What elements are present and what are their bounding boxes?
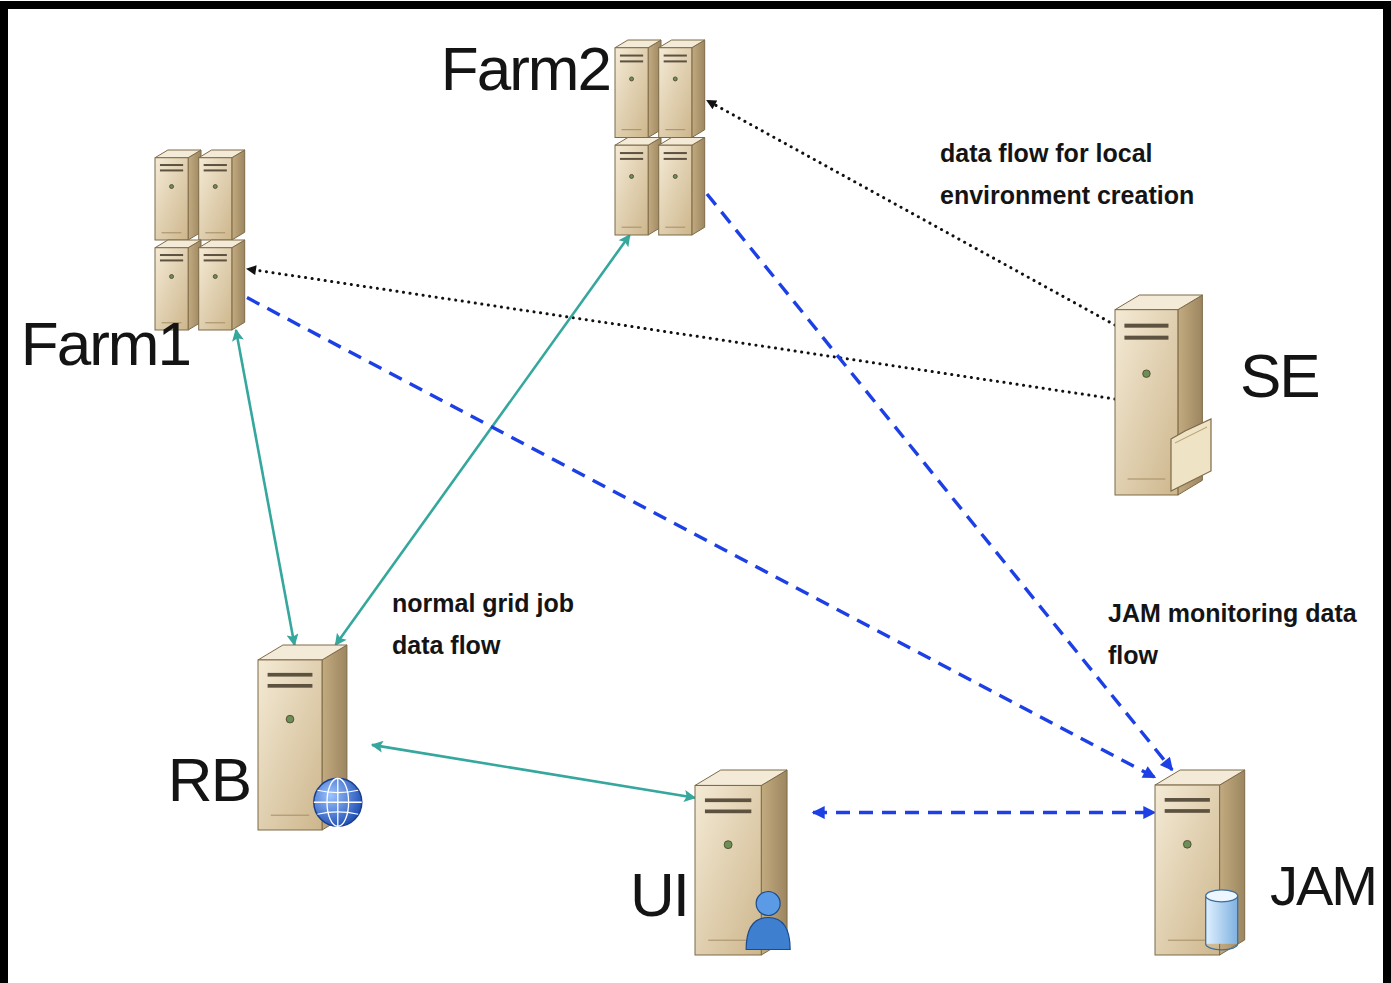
flow-annotation: data flow for local environment creation <box>940 132 1270 216</box>
node-label: SE <box>1240 345 1319 407</box>
server-tower <box>659 138 705 236</box>
monitoring-flow <box>707 194 1172 770</box>
server-node: RB <box>258 645 372 830</box>
environment-flow <box>247 269 1115 399</box>
server-node: Farm1 <box>155 150 247 330</box>
server-icon <box>695 770 813 955</box>
server-tower <box>199 150 245 240</box>
node-label: RB <box>168 749 250 811</box>
server-tower <box>155 150 201 240</box>
person-badge <box>746 892 790 950</box>
server-icon <box>615 40 707 235</box>
cylinder-badge <box>1206 890 1238 950</box>
server-tower <box>1155 770 1245 955</box>
monitoring-flow <box>247 298 1155 778</box>
monitoring-flow <box>813 811 1155 814</box>
node-label: Farm1 <box>21 313 190 375</box>
server-icon <box>1115 295 1227 495</box>
server-tower <box>199 240 245 330</box>
globe-badge <box>314 778 362 826</box>
server-icon <box>155 150 247 330</box>
frame-border <box>4 5 1387 983</box>
server-node: JAM <box>1155 770 1270 955</box>
node-label: UI <box>630 864 688 926</box>
flow-annotation: JAM monitoring data flow <box>1108 592 1358 676</box>
node-label: Farm2 <box>441 38 610 100</box>
grid-job-flow <box>236 330 295 645</box>
server-node: Farm2 <box>615 40 707 235</box>
server-node: SE <box>1115 295 1227 495</box>
environment-flow <box>707 100 1115 325</box>
server-node: UI <box>695 770 813 955</box>
node-label: JAM <box>1270 858 1376 914</box>
folder-badge <box>1171 419 1211 491</box>
server-tower <box>615 40 661 138</box>
server-icon <box>258 645 372 830</box>
server-tower <box>659 40 705 138</box>
flow-annotation: normal grid job data flow <box>392 582 632 666</box>
grid-job-flow <box>336 235 630 645</box>
server-tower <box>615 138 661 236</box>
grid-job-flow <box>372 745 695 798</box>
server-icon <box>1155 770 1270 955</box>
